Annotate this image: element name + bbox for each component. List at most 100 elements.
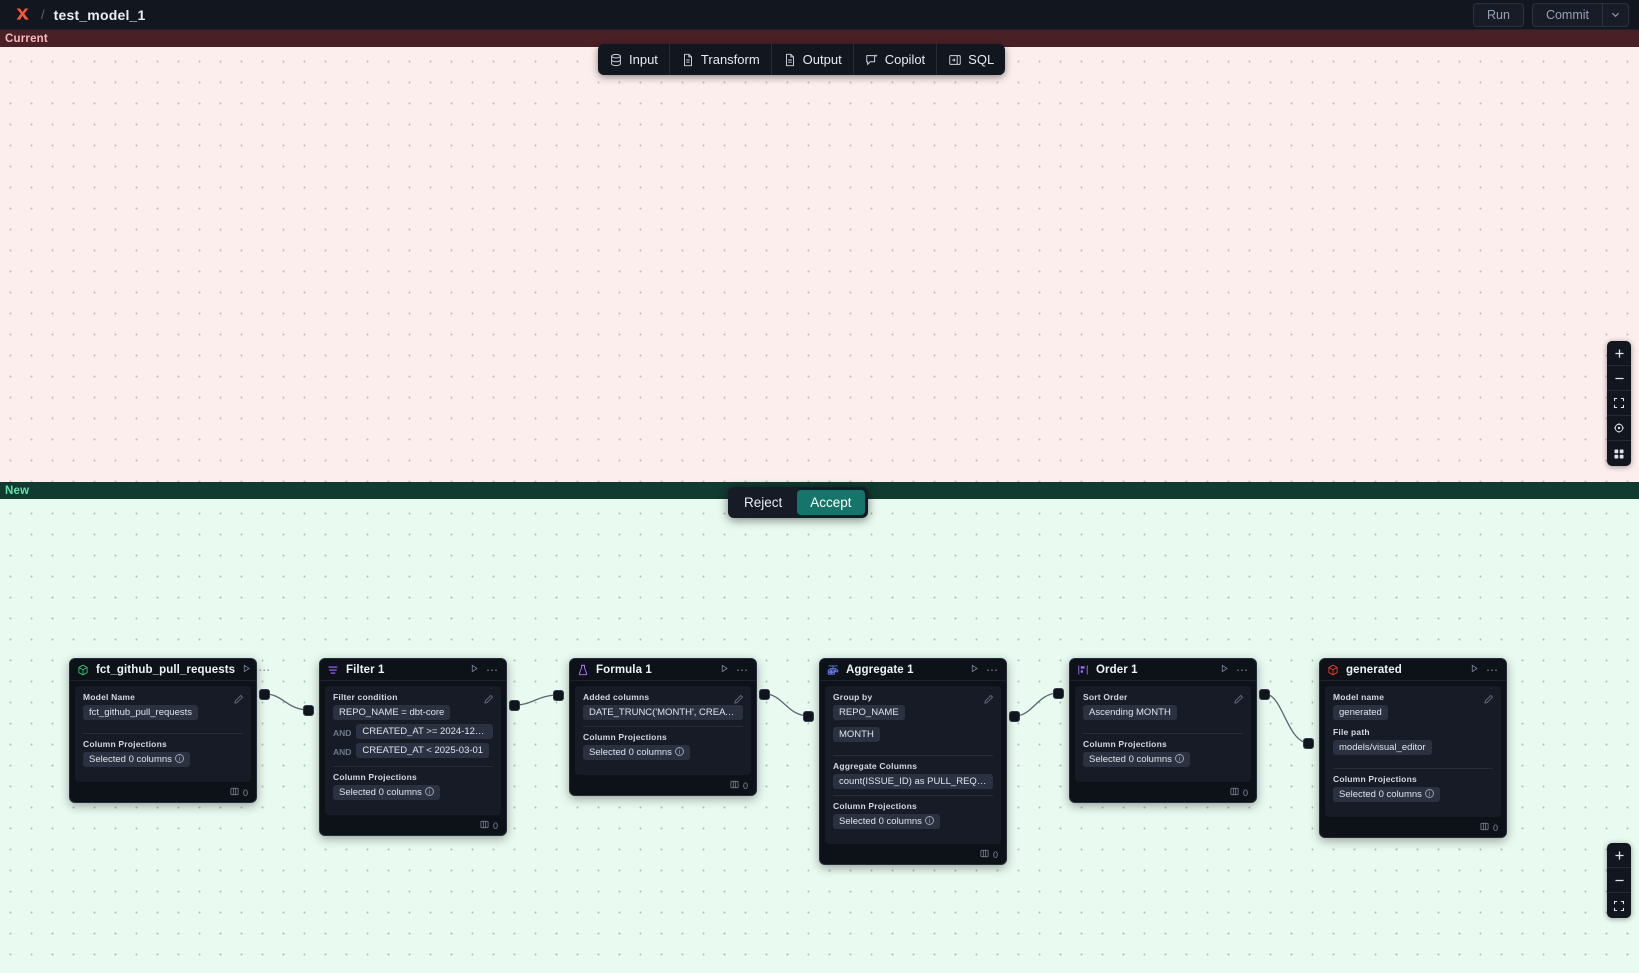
node-menu-icon[interactable]: ⋯ bbox=[736, 662, 749, 677]
node-menu-icon[interactable]: ⋯ bbox=[986, 662, 999, 677]
field-chip-text: Selected 0 columns bbox=[89, 754, 172, 765]
info-icon[interactable]: i bbox=[424, 787, 434, 796]
accept-button[interactable]: Accept bbox=[797, 490, 865, 515]
toolbar-item-input[interactable]: Input bbox=[598, 44, 670, 75]
node-header[interactable]: Order 1⋯ bbox=[1070, 659, 1256, 681]
condition-chip[interactable]: CREATED_AT < 2025-03-01 bbox=[356, 743, 490, 758]
pencil-icon[interactable] bbox=[483, 692, 494, 710]
node-header[interactable]: generated⋯ bbox=[1320, 659, 1506, 681]
chevron-down-icon[interactable] bbox=[1602, 2, 1629, 27]
toolbar-item-copilot[interactable]: Copilot bbox=[854, 44, 938, 75]
node-header[interactable]: Formula 1 ⋯ bbox=[570, 659, 756, 681]
node-title: Formula 1 bbox=[596, 663, 652, 676]
node-menu-icon[interactable]: ⋯ bbox=[486, 662, 499, 677]
field-chip-text: Selected 0 columns bbox=[589, 747, 672, 758]
field-label: Column Projections bbox=[1333, 774, 1417, 784]
field-chip[interactable]: MONTH bbox=[833, 727, 880, 742]
node-port[interactable] bbox=[553, 690, 564, 701]
pencil-icon[interactable] bbox=[733, 692, 744, 710]
play-icon[interactable] bbox=[470, 664, 479, 676]
field-chip[interactable]: REPO_NAME bbox=[833, 705, 905, 720]
filter-condition-row[interactable]: REPO_NAME = dbt-core bbox=[333, 705, 493, 722]
condition-chip[interactable]: CREATED_AT >= 2024-12-01 bbox=[356, 724, 493, 739]
node-port[interactable] bbox=[803, 711, 814, 722]
cube-green-icon bbox=[77, 664, 89, 676]
zoom-in-icon[interactable] bbox=[1607, 341, 1631, 366]
page-title: test_model_1 bbox=[53, 6, 146, 23]
document-icon bbox=[783, 53, 797, 67]
recenter-icon[interactable] bbox=[1607, 416, 1631, 441]
toolbar-item-transform[interactable]: Transform bbox=[670, 44, 772, 75]
node-port[interactable] bbox=[509, 700, 520, 711]
node-header[interactable]: Filter 1⋯ bbox=[320, 659, 506, 681]
commit-button[interactable]: Commit bbox=[1531, 2, 1602, 27]
field-chip-text: Selected 0 columns bbox=[339, 787, 422, 798]
field-chip[interactable]: count(ISSUE_ID) as PULL_REQUEST_... bbox=[833, 774, 993, 789]
pencil-icon[interactable] bbox=[1483, 692, 1494, 710]
field-chip[interactable]: generated bbox=[1333, 705, 1388, 720]
play-icon[interactable] bbox=[970, 664, 979, 676]
row-count: 0 bbox=[1242, 787, 1248, 798]
reject-button[interactable]: Reject bbox=[731, 490, 795, 515]
info-icon[interactable]: i bbox=[1174, 754, 1184, 763]
field-chip[interactable]: fct_github_pull_requests bbox=[83, 705, 198, 720]
pencil-icon[interactable] bbox=[983, 692, 994, 710]
info-icon[interactable]: i bbox=[174, 754, 184, 763]
node-port[interactable] bbox=[259, 689, 270, 700]
pencil-icon[interactable] bbox=[1233, 692, 1244, 710]
node-menu-icon[interactable]: ⋯ bbox=[258, 662, 272, 677]
formula-icon bbox=[577, 664, 589, 676]
grid-toggle-icon[interactable] bbox=[1607, 441, 1631, 466]
field-chip[interactable]: Ascending MONTH bbox=[1083, 705, 1177, 720]
x-logo-icon[interactable] bbox=[12, 5, 32, 25]
info-icon[interactable]: i bbox=[1424, 789, 1434, 798]
toolbar-item-sql[interactable]: SQL bbox=[937, 44, 1005, 75]
node-port[interactable] bbox=[303, 705, 314, 716]
node-port[interactable] bbox=[1053, 688, 1064, 699]
pencil-icon[interactable] bbox=[233, 692, 244, 710]
node-port[interactable] bbox=[759, 689, 770, 700]
info-icon[interactable]: i bbox=[924, 816, 934, 825]
play-icon[interactable] bbox=[1470, 664, 1479, 676]
zoom-in-icon[interactable] bbox=[1607, 843, 1631, 868]
node-port[interactable] bbox=[1259, 689, 1270, 700]
toolbar-item-output[interactable]: Output bbox=[772, 44, 854, 75]
toolbar-item-label: Output bbox=[802, 52, 842, 67]
node-port[interactable] bbox=[1009, 711, 1020, 722]
run-button[interactable]: Run bbox=[1473, 2, 1524, 27]
play-icon[interactable] bbox=[1220, 664, 1229, 676]
field-chip[interactable]: models/visual_editor bbox=[1333, 740, 1432, 755]
node-port[interactable] bbox=[1303, 738, 1314, 749]
node-header[interactable]: fct_github_pull_requests⋯ bbox=[70, 659, 270, 681]
field-chip[interactable]: DATE_TRUNC('MONTH', CREATED_AT... bbox=[583, 705, 743, 720]
node-menu-icon[interactable]: ⋯ bbox=[1486, 662, 1499, 677]
fit-view-icon[interactable] bbox=[1607, 893, 1631, 918]
condition-chip[interactable]: REPO_NAME = dbt-core bbox=[333, 705, 451, 720]
play-icon[interactable] bbox=[242, 664, 251, 676]
play-icon[interactable] bbox=[720, 664, 729, 676]
canvas-pane-current[interactable] bbox=[0, 30, 1639, 482]
zoom-out-icon[interactable] bbox=[1607, 366, 1631, 391]
fit-view-icon[interactable] bbox=[1607, 391, 1631, 416]
node-header[interactable]: Aggregate 1⋯ bbox=[820, 659, 1006, 681]
field-label: Added columns bbox=[583, 692, 650, 702]
info-icon[interactable]: i bbox=[674, 747, 684, 756]
zoom-out-icon[interactable] bbox=[1607, 868, 1631, 893]
node-menu-icon[interactable]: ⋯ bbox=[1236, 662, 1249, 677]
